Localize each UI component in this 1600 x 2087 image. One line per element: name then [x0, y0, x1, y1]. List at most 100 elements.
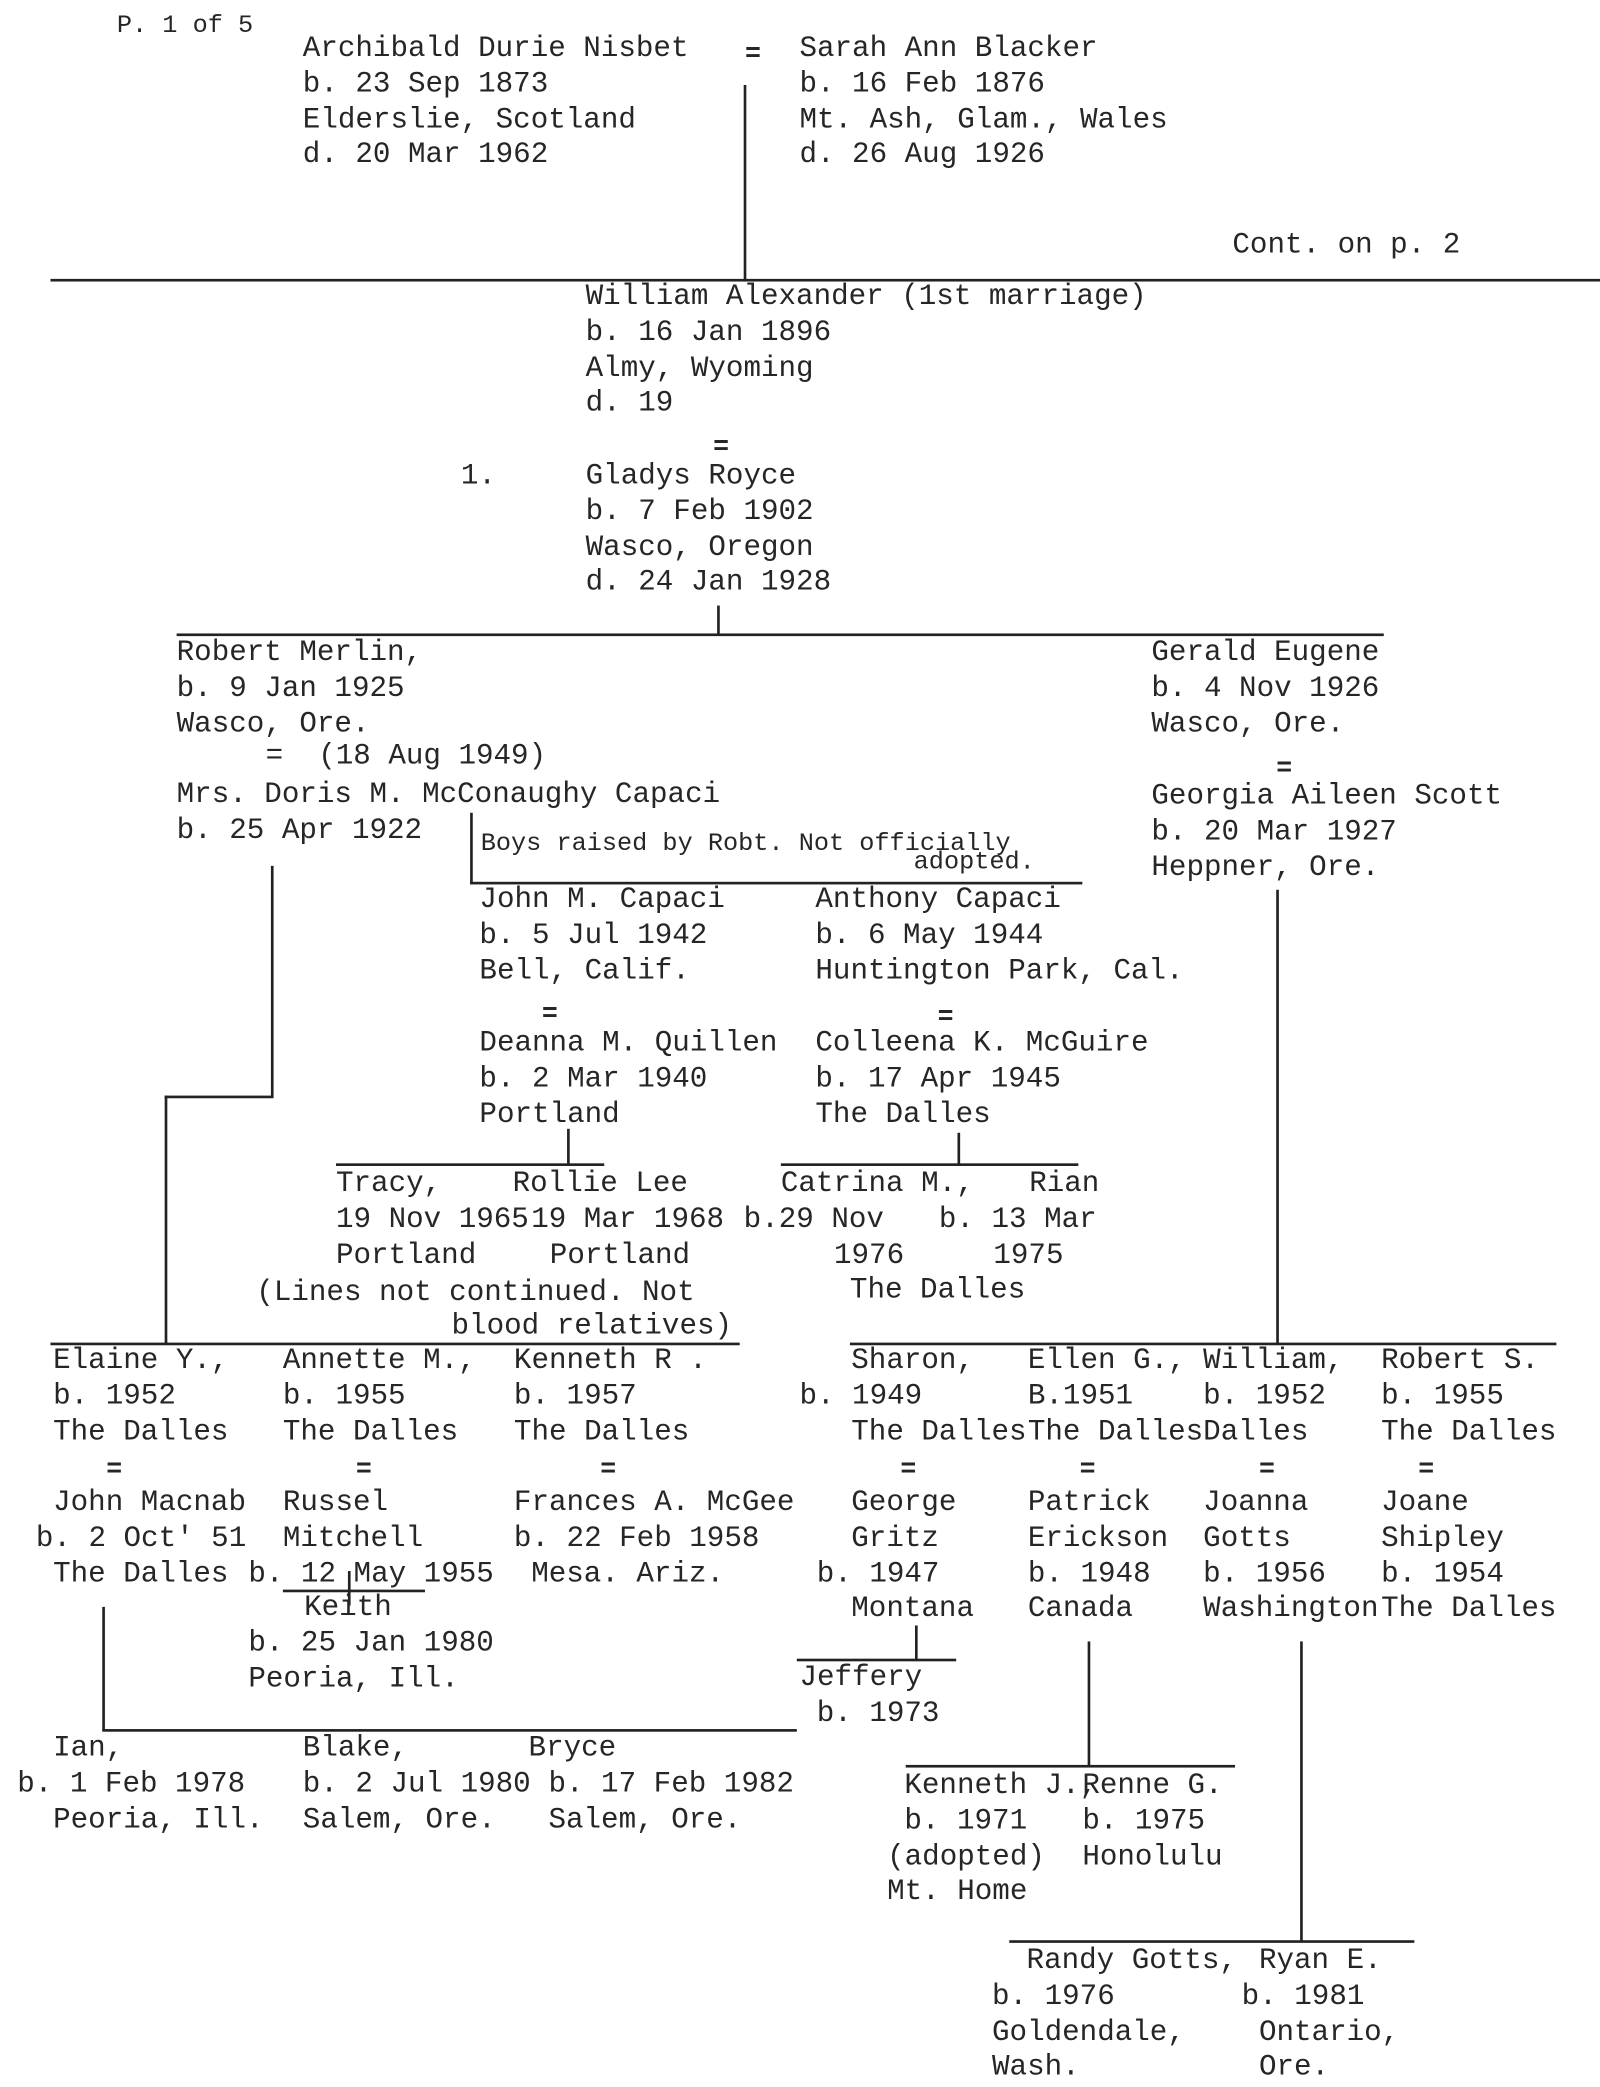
line [849, 1342, 1557, 1346]
person-detail-line: b. 23 Sep 1873 [302, 67, 549, 101]
person-detail-line: The Dalles [815, 1097, 991, 1131]
person-detail-line: The Dalles [1381, 1415, 1557, 1449]
person-detail-line: d. 26 Aug 1926 [799, 138, 1045, 172]
person-detail-line: Kenneth R . [513, 1343, 707, 1378]
person-detail-line: b. 1954 [1381, 1557, 1504, 1591]
person-detail-line: The Dalles [53, 1557, 229, 1591]
marriage-symbol: = [600, 1455, 617, 1487]
line [905, 1764, 1236, 1768]
person-detail-line: Wasco, Ore. [176, 707, 370, 741]
line [1276, 889, 1279, 1344]
line [743, 84, 747, 282]
person-detail-line: Washington [1203, 1592, 1379, 1626]
line [347, 1571, 351, 1606]
person-detail-line: b. 20 Mar 1927 [1151, 815, 1397, 849]
person-detail-line: b. 1947 [816, 1557, 940, 1591]
person-detail-line: Salem, Ore. [548, 1802, 742, 1837]
person-detail-line: Catrina M., [780, 1167, 974, 1201]
person-detail-line: b. 1973 [816, 1696, 940, 1731]
person-detail-line: The Dalles [513, 1415, 690, 1449]
person-detail-line: Peoria, Ill. [53, 1802, 264, 1837]
person-detail-line: The Dalles [1027, 1415, 1204, 1449]
person-detail-line: b. 1956 [1203, 1557, 1326, 1591]
person-detail-line: d. 19 [585, 386, 674, 421]
person-detail-line: b. 17 Feb 1982 [548, 1767, 794, 1801]
person-detail-line: William, [1203, 1343, 1344, 1378]
line [50, 278, 1600, 282]
person-detail-line: Joane [1381, 1486, 1469, 1520]
person-detail-line: Sharon, [851, 1343, 974, 1378]
person-detail-line: Bell, Calif. [479, 954, 690, 988]
line [1087, 1641, 1091, 1767]
person-detail-line: b. 1948 [1027, 1557, 1151, 1591]
marriage-symbol: = [106, 1455, 123, 1487]
person-detail-line: Mt. Home [887, 1875, 1028, 1909]
person-detail-line: Portland [549, 1238, 691, 1272]
line [470, 812, 473, 885]
person-detail-line: The Dalles [282, 1415, 459, 1449]
person-detail-line: (adopted) [887, 1840, 1045, 1874]
line [1300, 1641, 1303, 1942]
person-detail-line: Montana [851, 1592, 974, 1626]
person-detail-line: b. 12 May 1955 [248, 1557, 494, 1591]
line [50, 1342, 740, 1346]
marriage-symbol: = [900, 1455, 917, 1487]
person-detail-line: John M. Capaci [479, 883, 725, 917]
line [176, 633, 1384, 637]
person-detail-line: Tracy, [335, 1167, 442, 1201]
person-detail-line: b. 1955 [282, 1379, 406, 1413]
person-detail-line: Wasco, Ore. [1151, 707, 1345, 741]
person-detail-line: b. 1971 [904, 1804, 1028, 1838]
line [796, 1658, 957, 1662]
marriage-symbol: = [355, 1455, 372, 1487]
line [102, 1729, 797, 1732]
person-detail-line: Portland [335, 1238, 477, 1272]
person-detail-line: Randy Gotts, [1026, 1944, 1237, 1978]
person-detail-line: b. 5 Jul 1942 [479, 918, 708, 952]
person-detail-line: Erickson [1027, 1521, 1169, 1555]
person-detail-line: Rollie Lee [512, 1167, 688, 1201]
person-detail-line: b. 4 Nov 1926 [1151, 671, 1380, 705]
person-detail-line: George [851, 1486, 957, 1520]
person-detail-line: b. 2 Jul 1980 [302, 1767, 531, 1801]
person-detail-line: William Alexander (1st marriage) [585, 280, 1147, 314]
person-detail-line: Salem, Ore. [302, 1802, 496, 1837]
person-detail-line: b. 2 Mar 1940 [479, 1062, 708, 1096]
person-detail-line: Gotts [1203, 1521, 1291, 1555]
person-kenneth-j: Kenneth J.,b. 1971(adopted)Mt. Home [887, 1769, 1097, 1911]
person-detail-line: The Dalles [1381, 1592, 1557, 1626]
marriage-symbol: = [1079, 1455, 1096, 1487]
person-william-alexander: William Alexander (1st marriage)b. 16 Ja… [586, 280, 1147, 422]
line [567, 1128, 570, 1165]
person-detail-line: Annette M., [282, 1343, 476, 1378]
person-detail-line: Archibald Durie Nisbet [302, 31, 689, 66]
marriage-symbol: = [1276, 754, 1293, 785]
person-detail-line: Robert S. [1381, 1343, 1539, 1378]
person-detail-line: Mt. Ash, Glam., Wales [799, 103, 1168, 137]
person-detail-line: Huntington Park, Cal. [815, 954, 1184, 988]
person-detail-line: Elaine Y., [53, 1343, 229, 1378]
person-detail-line: The Dalles [53, 1415, 229, 1449]
person-detail-line: b. 1952 [53, 1379, 176, 1413]
person-detail-line: b. 1955 [1381, 1379, 1504, 1413]
person-detail-line: b. 16 Feb 1876 [799, 67, 1045, 101]
person-detail-line: Georgia Aileen Scott [1151, 779, 1503, 813]
person-detail-line: Almy, Wyoming [585, 351, 814, 385]
person-detail-line: 19 Nov 1965 [335, 1202, 529, 1237]
person-detail-line: Dalles [1203, 1415, 1309, 1449]
person-detail-line: Sarah Ann Blacker [799, 31, 1098, 66]
line [270, 865, 274, 1097]
